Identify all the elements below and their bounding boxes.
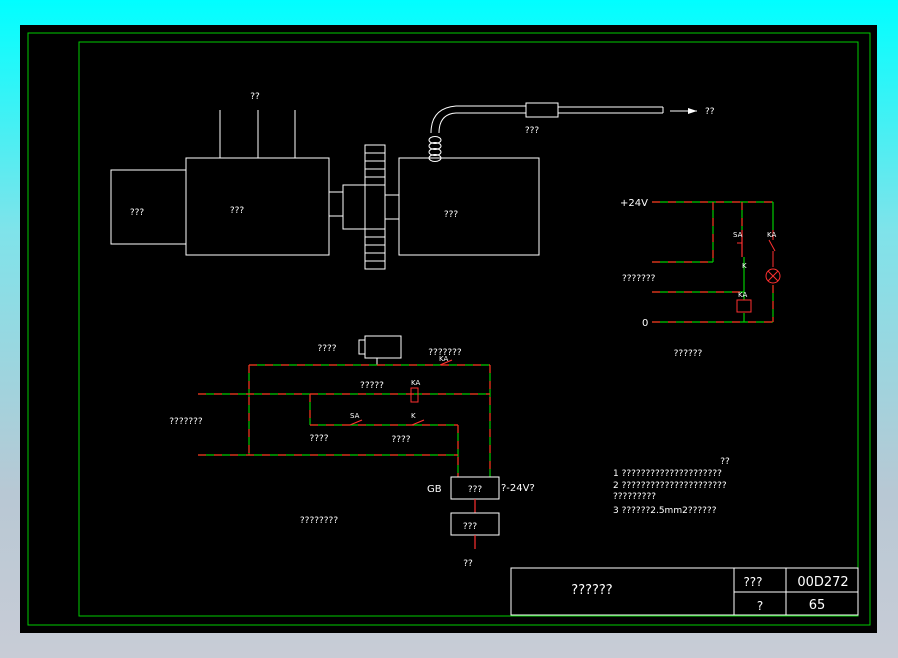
power-ka-contact-label: KA	[439, 355, 448, 363]
mid-box	[185, 157, 330, 256]
k-label: K	[742, 262, 747, 270]
top-right-label: ???????	[428, 348, 462, 358]
sa-label: SA	[733, 231, 743, 239]
title-block: ?????? ??? 00D272 ? 65	[510, 567, 859, 616]
title-label1: ???	[743, 575, 762, 589]
zero-label: 0	[642, 318, 648, 329]
note-2-cont: ?????????	[613, 492, 656, 502]
outer-border	[27, 32, 871, 626]
gb-box-label: ???	[468, 485, 483, 495]
gear	[364, 144, 386, 270]
power-circuit: ???? ??????? KA KA ?????	[169, 335, 535, 569]
drawing-code: 00D272	[797, 575, 848, 590]
title-label2: ?	[757, 599, 763, 613]
pipe-label: ???	[525, 126, 540, 136]
schematic-svg: ?? ??? ??? ???	[27, 32, 871, 626]
note-3: 3 ??????2.5mm2??????	[613, 506, 717, 516]
left-box	[110, 169, 187, 245]
sensor-coil	[428, 102, 664, 162]
control-circuit: +24V 0 ??????? ?????? SA	[620, 198, 781, 359]
sa-desc-label: ????	[309, 434, 328, 444]
power-k-label: K	[411, 412, 416, 420]
cad-drawing-area: ?? ??? ??? ???	[20, 25, 877, 633]
k-desc-label: ????	[391, 435, 410, 445]
voltage-label: ?-24V?	[501, 483, 535, 494]
power-left-label: ???????	[169, 417, 203, 427]
power-sa-label: SA	[350, 412, 360, 420]
mid-box-label: ???	[230, 206, 245, 216]
power-device	[364, 335, 402, 359]
ka-coil	[736, 299, 752, 313]
ka-coil-label: KA	[738, 291, 747, 299]
control-side-label: ???????	[622, 274, 656, 284]
notes-title: ??	[720, 457, 730, 467]
top-label: ??	[250, 92, 260, 102]
gb-label: GB	[427, 484, 442, 495]
device-label: ????	[317, 344, 336, 354]
second-box-label: ???	[463, 522, 478, 532]
notes: ?? 1 ????????????????????? 2 ???????????…	[613, 457, 730, 516]
control-caption: ??????	[674, 349, 703, 359]
bottom-label: ??	[463, 559, 473, 569]
power-ka-coil-label: KA	[411, 379, 420, 387]
note-2: 2 ??????????????????????	[613, 481, 727, 491]
title-name: ??????	[571, 583, 612, 598]
ka-top-label: KA	[767, 231, 776, 239]
arrow-label: ??	[705, 107, 715, 117]
mechanical-assembly: ?? ??? ??? ???	[110, 92, 715, 270]
coil-text: ?????	[360, 381, 384, 391]
center-label: ????????	[300, 516, 338, 526]
coupling	[342, 184, 366, 230]
left-box-label: ???	[130, 208, 145, 218]
right-box-label: ???	[444, 210, 459, 220]
note-1: 1 ?????????????????????	[613, 469, 722, 479]
inner-border	[78, 41, 859, 617]
page-number: 65	[809, 598, 826, 613]
plus24v-label: +24V	[620, 198, 648, 209]
right-box	[398, 157, 540, 256]
